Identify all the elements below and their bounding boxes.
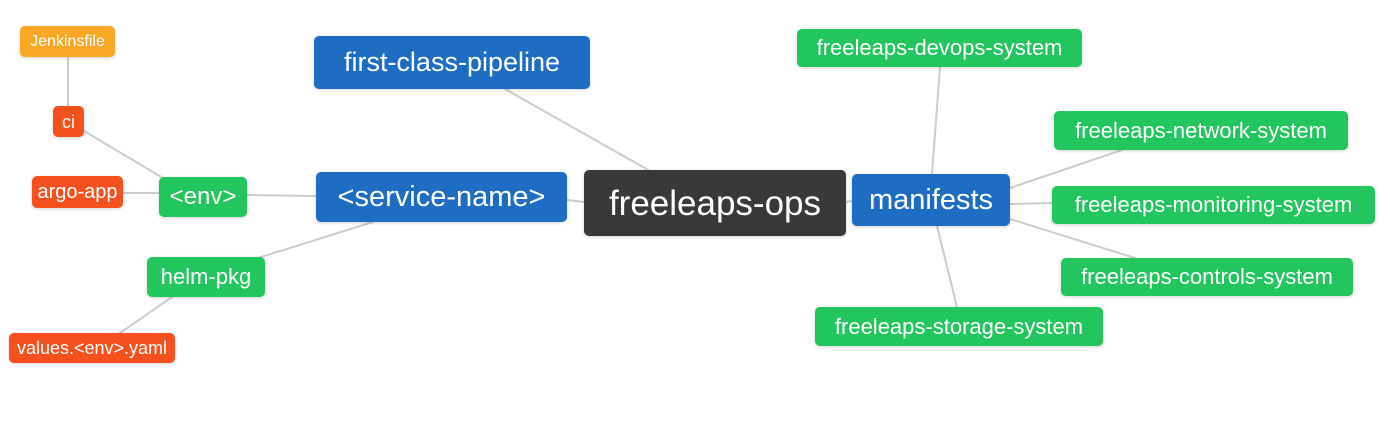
node-freeleaps-ops-root[interactable]: freeleaps-ops xyxy=(584,170,846,236)
edge-ci-env xyxy=(83,130,164,179)
node-values-env-yaml[interactable]: values.<env>.yaml xyxy=(9,333,175,363)
edge-service-name-helm-pkg xyxy=(257,221,374,259)
node-ci[interactable]: ci xyxy=(53,106,84,137)
edge-env-service-name xyxy=(246,194,317,197)
edge-helm-pkg-values-yaml xyxy=(119,296,173,334)
edge-manifests-monitoring xyxy=(1009,202,1053,205)
node-service-name[interactable]: <service-name> xyxy=(316,172,567,222)
node-freeleaps-controls-system[interactable]: freeleaps-controls-system xyxy=(1061,258,1353,296)
node-freeleaps-monitoring-system[interactable]: freeleaps-monitoring-system xyxy=(1052,186,1375,224)
node-argo-app[interactable]: argo-app xyxy=(32,176,123,208)
node-manifests[interactable]: manifests xyxy=(852,174,1010,226)
node-first-class-pipeline[interactable]: first-class-pipeline xyxy=(314,36,590,89)
edge-freeleaps-ops-manifests xyxy=(845,200,853,203)
edge-manifests-network xyxy=(1009,149,1123,189)
edge-pipeline-freeleaps-ops xyxy=(504,88,651,172)
edge-manifests-storage xyxy=(936,225,958,308)
node-freeleaps-network-system[interactable]: freeleaps-network-system xyxy=(1054,111,1348,150)
edge-service-freeleaps-ops xyxy=(566,199,585,203)
node-jenkinsfile[interactable]: Jenkinsfile xyxy=(20,26,115,57)
node-helm-pkg[interactable]: helm-pkg xyxy=(147,257,265,297)
edge-manifests-devops xyxy=(931,66,941,175)
edge-manifests-controls xyxy=(1009,218,1136,259)
node-env[interactable]: <env> xyxy=(159,177,247,217)
node-freeleaps-storage-system[interactable]: freeleaps-storage-system xyxy=(815,307,1103,346)
node-freeleaps-devops-system[interactable]: freeleaps-devops-system xyxy=(797,29,1082,67)
